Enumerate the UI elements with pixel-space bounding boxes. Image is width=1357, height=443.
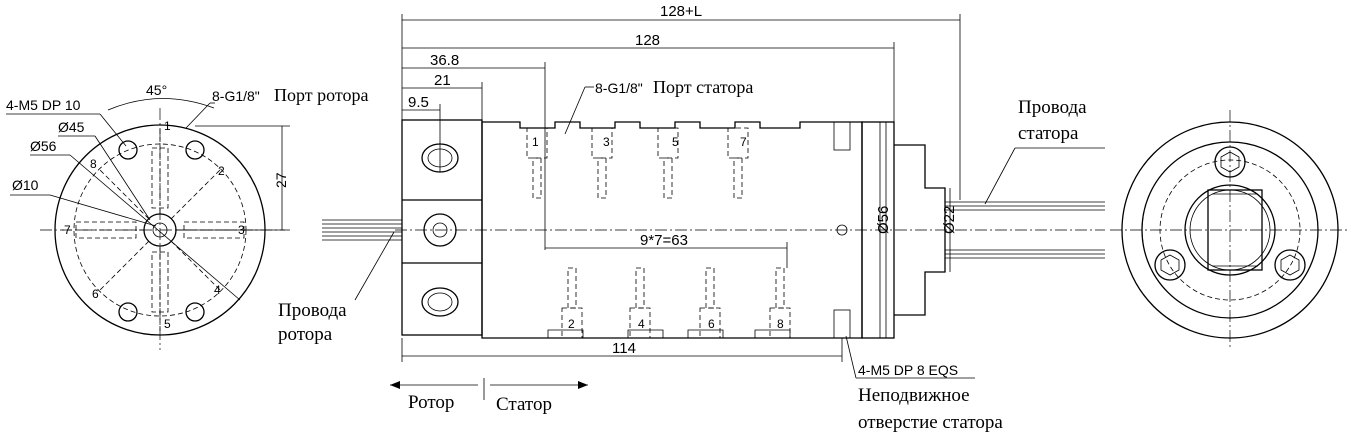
left-end-view: 1 2 3 4 5 6 7 8 45° 4-M5 DP 10 Ø45 Ø56 Ø… (6, 82, 369, 350)
mount-hole (118, 140, 138, 160)
m5-rotor-label: 4-M5 DP 10 (6, 97, 81, 113)
port-number: 7 (740, 135, 747, 149)
port-number: 4 (638, 317, 645, 331)
port-number: 5 (672, 135, 679, 149)
rotor-port-code: 8-G1/8" (212, 88, 260, 104)
port-number: 8 (777, 317, 784, 331)
dim-114: 114 (612, 340, 636, 357)
port-number: 1 (164, 119, 171, 133)
side-view: Провода ротора Прово (278, 3, 1105, 433)
rotor-label: Ротор (408, 392, 454, 413)
port-number: 4 (214, 283, 221, 297)
stator-wires (945, 201, 1105, 259)
rotor-body (401, 119, 483, 336)
port-number: 2 (568, 317, 575, 331)
threaded-hole (833, 121, 851, 151)
center-hole (152, 222, 168, 238)
dim-dia56: Ø56 (875, 206, 892, 234)
dim-total: 128+L (660, 3, 702, 20)
port-number: 8 (90, 157, 97, 171)
dim-36: 36.8 (430, 52, 459, 69)
port-number: 3 (603, 135, 610, 149)
stator-port-text: Порт статора (653, 77, 753, 97)
wire-exit (1207, 189, 1263, 271)
port-number: 7 (64, 223, 71, 237)
mount-hole (118, 302, 138, 322)
dim-95: 9.5 (408, 94, 429, 111)
port-number: 1 (532, 135, 539, 149)
dimension-lines: 128+L 128 36.8 21 9.5 9*7=63 11 (401, 3, 961, 362)
hex-bolt (1214, 146, 1246, 178)
dim-pitch: 9*7=63 (640, 232, 688, 249)
d56-label: Ø56 (30, 138, 57, 154)
m5-stator-label: 4-M5 DP 8 EQS (858, 362, 958, 378)
rotor-wires-label-1: Провода (278, 300, 347, 321)
h27-label: 27 (273, 172, 289, 188)
d10-label: Ø10 (12, 177, 39, 193)
angle-label: 45° (146, 82, 167, 98)
mount-hole (185, 302, 205, 322)
rotor-wires-leader (354, 231, 395, 301)
port-number: 6 (92, 287, 99, 301)
port-number: 6 (708, 317, 715, 331)
rotor-stator-indicator: Ротор Статор (390, 378, 588, 415)
hex-bolt (1154, 249, 1186, 281)
threaded-hole (833, 309, 851, 339)
stator-ports-bottom: 2 4 6 8 (561, 267, 791, 339)
fixed-hole-label-2: отверстие статора (858, 412, 1003, 433)
right-end-view (1110, 110, 1350, 350)
dim-length: 128 (635, 32, 660, 49)
port-number: 2 (218, 164, 225, 178)
stator-body (481, 121, 863, 339)
port-number: 5 (164, 317, 171, 331)
hex-bolt (1274, 249, 1306, 281)
stator-ports-top: 1 3 5 7 (526, 127, 749, 199)
rotor-wires-label-2: ротора (278, 324, 333, 345)
dim-21: 21 (434, 72, 451, 89)
stator-wires-label-1: Провода (1018, 97, 1087, 118)
stator-label: Статор (496, 394, 552, 415)
rotor-port (421, 287, 459, 317)
rotor-port-text: Порт ротора (274, 85, 369, 105)
rotor-wires (322, 219, 402, 241)
d45-label: Ø45 (58, 119, 85, 135)
stator-wires-leader (984, 147, 1016, 205)
stator-port-code: 8-G1/8" (595, 80, 643, 96)
fixed-hole-label-1: Неподвижное (858, 385, 970, 406)
dim-dia22: Ø22 (941, 206, 958, 234)
mount-hole (185, 140, 205, 160)
angle-arc (107, 98, 215, 111)
stator-wires-label-2: статора (1018, 123, 1079, 144)
